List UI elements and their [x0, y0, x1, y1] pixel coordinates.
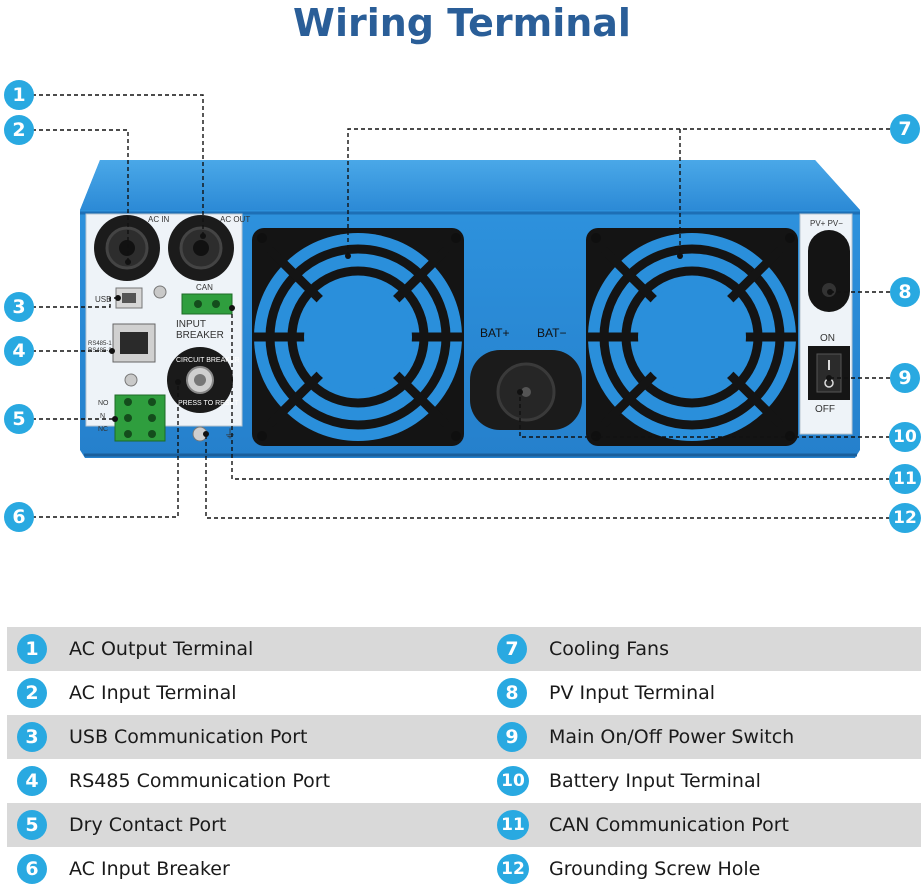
inverter-diagram: AC IN AC OUT USB RS485-1 RS485-2 CAN INP…: [32, 94, 890, 519]
ac-input-terminal: [94, 215, 160, 281]
legend-label: USB Communication Port: [69, 726, 308, 748]
callout-badge-1: 1: [4, 80, 34, 110]
ac-input-breaker: [167, 347, 233, 413]
legend-table: 1 AC Output Terminal 7 Cooling Fans 2 AC…: [7, 627, 921, 891]
switch-off-label: OFF: [815, 404, 835, 415]
legend-label: RS485 Communication Port: [69, 770, 331, 792]
callout-badge-4: 4: [4, 336, 34, 366]
ac-in-label: AC IN: [148, 215, 170, 224]
rs485-label: RS485-1: [88, 341, 112, 347]
cooling-fan-left: [252, 228, 464, 446]
callout-badge-10: 10: [889, 422, 921, 452]
rs485b-label: RS485-2: [88, 348, 112, 354]
page-title: Wiring Terminal: [293, 1, 631, 45]
legend-row: 3 USB Communication Port 9 Main On/Off P…: [7, 715, 921, 759]
battery-input-terminal: [470, 350, 582, 430]
ac-out-label: AC OUT: [220, 215, 250, 224]
legend-badge: 6: [17, 854, 47, 884]
dry-no-label: NO: [98, 400, 109, 407]
callout-badge-11: 11: [889, 464, 921, 494]
legend-label: Dry Contact Port: [69, 814, 227, 836]
legend-label: AC Output Terminal: [69, 638, 254, 660]
callout-leader-lines: [32, 94, 890, 519]
legend-badge: 2: [17, 678, 47, 708]
legend-row: 2 AC Input Terminal 8 PV Input Terminal: [7, 671, 921, 715]
cooling-fan-right: [586, 228, 798, 446]
legend-badge: 8: [497, 678, 527, 708]
power-switch: [808, 346, 850, 400]
dry-nc-label: NC: [98, 426, 108, 433]
legend-badge: 12: [497, 854, 529, 884]
legend-badge: 11: [497, 810, 529, 840]
can-port: [181, 293, 233, 315]
legend-label: Battery Input Terminal: [549, 770, 761, 792]
legend-row: 1 AC Output Terminal 7 Cooling Fans: [7, 627, 921, 671]
legend-label: CAN Communication Port: [549, 814, 789, 836]
callout-badge-8: 8: [890, 277, 920, 307]
legend-label: AC Input Terminal: [69, 682, 237, 704]
legend-badge: 4: [17, 766, 47, 796]
legend-label: Main On/Off Power Switch: [549, 726, 795, 748]
legend-row: 5 Dry Contact Port 11 CAN Communication …: [7, 803, 921, 847]
can-label: CAN: [196, 283, 213, 292]
legend-badge: 5: [17, 810, 47, 840]
pv-label: PV+ PV−: [810, 219, 843, 228]
callout-badge-3: 3: [4, 292, 34, 322]
callout-badge-5: 5: [4, 404, 34, 434]
ground-symbol-icon: ⏚: [224, 427, 236, 441]
callout-badge-9: 9: [890, 363, 920, 393]
legend-label: Cooling Fans: [549, 638, 669, 660]
legend-row: 6 AC Input Breaker 12 Grounding Screw Ho…: [7, 847, 921, 891]
bat-pos-label: BAT+: [480, 326, 509, 340]
input-breaker-label-1: INPUT: [176, 319, 206, 330]
legend-badge: 10: [497, 766, 529, 796]
legend-badge: 9: [497, 722, 527, 752]
breaker-bottom-text: PRESS TO RESET: [178, 400, 239, 407]
breaker-top-text: CIRCUIT BREAKER: [176, 357, 240, 364]
callout-badge-6: 6: [4, 502, 34, 532]
legend-badge: 1: [17, 634, 47, 664]
legend-row: 4 RS485 Communication Port 10 Battery In…: [7, 759, 921, 803]
legend-badge: 3: [17, 722, 47, 752]
callout-endpoints: [109, 233, 833, 437]
callout-badge-2: 2: [4, 115, 34, 145]
usb-label: USB: [95, 295, 111, 304]
legend-badge: 7: [497, 634, 527, 664]
dry-n-label: N: [100, 413, 105, 420]
bat-neg-label: BAT−: [537, 326, 566, 340]
legend-label: Grounding Screw Hole: [549, 858, 761, 880]
input-breaker-label-2: BREAKER: [176, 330, 224, 341]
pv-input-terminal: [808, 230, 850, 312]
ac-output-terminal: [168, 215, 234, 281]
callout-badge-7: 7: [890, 114, 920, 144]
legend-label: PV Input Terminal: [549, 682, 716, 704]
legend-label: AC Input Breaker: [69, 858, 230, 880]
callout-badge-12: 12: [889, 503, 921, 533]
switch-on-label: ON: [820, 333, 835, 344]
dry-contact-port: [114, 394, 166, 442]
